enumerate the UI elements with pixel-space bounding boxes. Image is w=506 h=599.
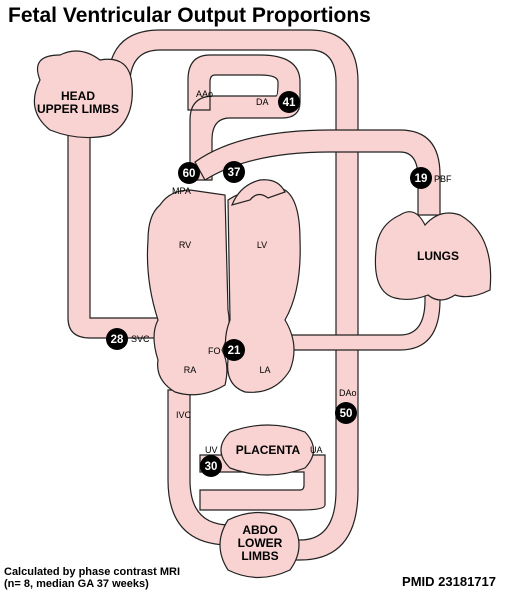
head-label: HEAD (61, 89, 95, 103)
flow-badge-mpa: 60 (178, 162, 200, 184)
svg-text:28: 28 (111, 334, 124, 346)
ascending-aorta-root (230, 179, 286, 206)
ductus-arteriosus (194, 129, 441, 216)
heart-left (224, 188, 301, 393)
svg-text:21: 21 (228, 345, 241, 357)
placenta-organ (220, 424, 315, 476)
aao-label: AAo (196, 89, 213, 99)
placenta-label: PLACENTA (236, 443, 301, 457)
diagram-title: Fetal Ventricular Output Proportions (8, 4, 371, 27)
svg-text:41: 41 (283, 97, 296, 109)
svc-label: SVC (131, 334, 150, 344)
flow-badge-uv: 30 (200, 455, 222, 477)
aortic-arch-outer (107, 29, 359, 561)
lungs-label: LUNGS (417, 249, 459, 263)
heart-right (146, 189, 230, 396)
flow-badge-aao: 37 (223, 161, 245, 183)
flow-badge-pbf: 19 (410, 167, 432, 189)
method-note: Calculated by phase contrast MRI (n= 8, … (4, 566, 180, 590)
pbf-label: PBF (434, 174, 452, 184)
lower-label: LOWER (238, 536, 283, 550)
svg-text:50: 50 (340, 408, 353, 420)
fo-label: FO (208, 346, 221, 356)
lv-label: LV (257, 240, 267, 250)
ra-label: RA (184, 365, 197, 375)
dao-label: DAo (339, 388, 357, 398)
la-label: LA (259, 365, 270, 375)
organs (33, 50, 492, 579)
outer-vessel-loop (67, 127, 161, 339)
head-organ (33, 50, 133, 139)
pmid-reference: PMID 23181717 (402, 574, 496, 589)
method-note-line2: (n= 8, median GA 37 weeks) (4, 578, 149, 590)
svg-text:60: 60 (183, 168, 196, 180)
mpa-label: MPA (172, 186, 191, 196)
ivc-label: IVC (176, 410, 192, 420)
da-label: DA (256, 97, 269, 107)
svg-text:30: 30 (205, 461, 218, 473)
svg-text:19: 19 (415, 173, 428, 185)
flow-badge-svc: 28 (106, 328, 128, 350)
flow-badge-dao: 50 (335, 402, 357, 424)
rv-label: RV (179, 240, 191, 250)
flow-badge-da: 41 (278, 91, 300, 113)
abdo-label: ABDO (242, 523, 277, 537)
ua-label: UA (310, 445, 323, 455)
limbs-label: LIMBS (241, 549, 278, 563)
lungs-organ (374, 211, 492, 301)
uv-label: UV (205, 445, 218, 455)
svg-text:37: 37 (228, 167, 241, 179)
flow-badge-fo: 21 (223, 339, 245, 361)
aortic-arch-inner (187, 54, 301, 181)
abdo-organ (219, 511, 300, 579)
pulmonary-vein (289, 289, 441, 351)
upper-limbs-label: UPPER LIMBS (37, 102, 119, 116)
method-note-line1: Calculated by phase contrast MRI (4, 566, 181, 578)
